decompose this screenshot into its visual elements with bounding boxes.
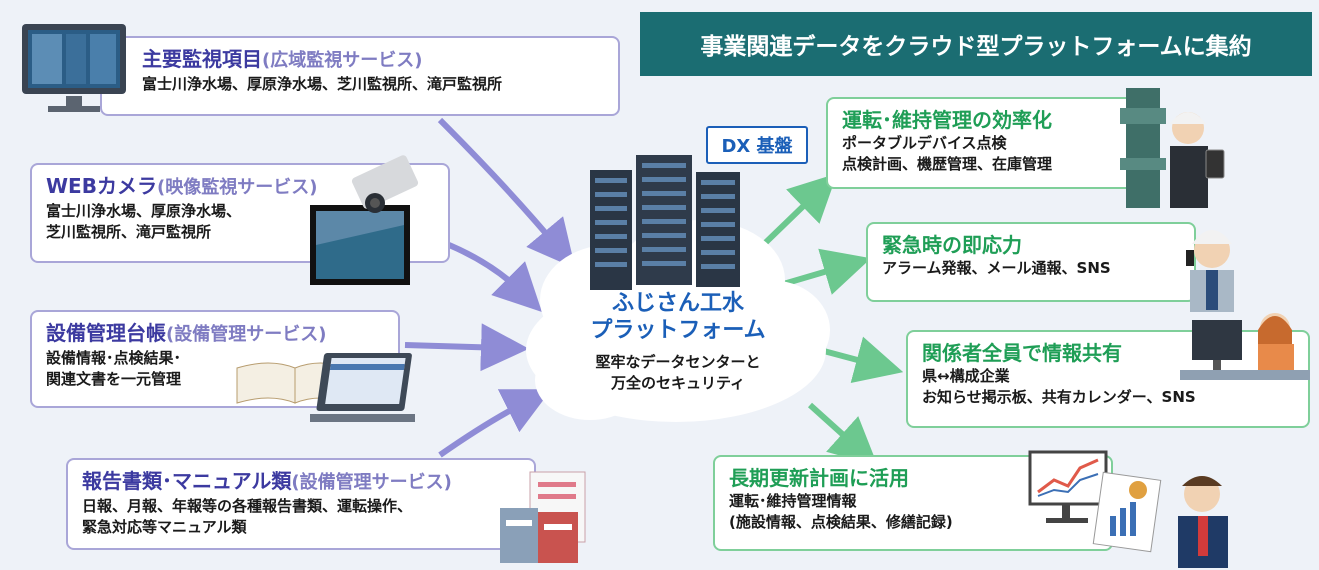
card-line: 芝川監視所、滝戸監視所 xyxy=(46,223,212,241)
card-subtitle: (映像監視サービス) xyxy=(156,177,318,198)
card-title: 関係者全員で情報共有 xyxy=(922,341,1122,365)
arrow-sharing xyxy=(819,336,904,384)
card-line: 富士川浄水場、厚原浄水場、芝川監視所、滝戸監視所 xyxy=(142,75,503,93)
worker-phone-icon xyxy=(1186,230,1234,312)
arrow-emergency xyxy=(779,248,872,295)
card-line: 設備情報･点検結果･ xyxy=(46,349,182,367)
card-subtitle: (設備管理サービス) xyxy=(291,472,452,493)
card-line: 関連文書を一元管理 xyxy=(46,370,182,388)
card-line: ポータブルデバイス点検 xyxy=(842,134,1007,152)
card-line: 日報、月報、年報等の各種報告書類、運転操作、 xyxy=(82,497,413,515)
card-title: 長期更新計画に活用 xyxy=(729,466,909,490)
arrow-efficiency xyxy=(757,173,838,251)
dx-badge: DX 基盤 xyxy=(706,126,808,164)
arrow-ledger xyxy=(404,323,529,372)
platform-label: ふじさん工水 プラットフォーム 堅牢なデータセンターと 万全のセキュリティ xyxy=(528,290,828,394)
camera-icon xyxy=(310,155,419,285)
banner-title: 事業関連データをクラウド型プラットフォームに集約 xyxy=(700,34,1252,60)
analyst-chart-icon xyxy=(1028,450,1228,568)
binders-icon xyxy=(500,471,586,563)
card-line: 富士川浄水場、厚原浄水場、 xyxy=(46,202,242,220)
card-line: 点検計画、機歴管理、在庫管理 xyxy=(842,155,1053,173)
card-emergency: 緊急時の即応力 アラーム発報、メール通報、SNS xyxy=(866,222,1196,302)
card-main-monitoring: 主要監視項目(広域監視サービス) 富士川浄水場、厚原浄水場、芝川監視所、滝戸監視… xyxy=(100,36,620,116)
card-line: 県↔構成企業 xyxy=(922,367,1010,385)
card-title: 緊急時の即応力 xyxy=(882,233,1022,257)
office-worker-icon xyxy=(1180,313,1310,380)
card-line: アラーム発報、メール通報、SNS xyxy=(882,259,1111,277)
platform-desc-line1: 堅牢なデータセンターと xyxy=(595,353,761,371)
server-icon xyxy=(590,155,740,290)
pump-worker-icon xyxy=(1120,88,1225,208)
card-line: お知らせ掲示板、共有カレンダー、SNS xyxy=(922,388,1196,406)
card-line: 運転･維持管理情報 xyxy=(729,492,857,510)
card-efficiency: 運転･維持管理の効率化 ポータブルデバイス点検 点検計画、機歴管理、在庫管理 xyxy=(826,97,1140,189)
platform-desc-line2: 万全のセキュリティ xyxy=(610,374,746,392)
card-reports-manuals: 報告書類･マニュアル類(設備管理サービス) 日報、月報、年報等の各種報告書類、運… xyxy=(66,458,536,550)
card-title: 報告書類･マニュアル類 xyxy=(82,469,292,493)
arrow-planning xyxy=(807,402,878,467)
card-title: WEBカメラ xyxy=(46,174,157,198)
card-title: 運転･維持管理の効率化 xyxy=(842,108,1052,132)
arrow-reports xyxy=(438,389,552,458)
arrow-monitoring xyxy=(437,117,576,269)
card-title: 主要監視項目 xyxy=(142,47,262,71)
cloud-shape xyxy=(526,220,830,422)
card-subtitle: (広域監視サービス) xyxy=(262,50,423,71)
monitor-icon xyxy=(22,24,126,112)
platform-name-line1: ふじさん工水 xyxy=(611,291,744,316)
headline-banner: 事業関連データをクラウド型プラットフォームに集約 xyxy=(640,12,1312,76)
card-line: (施設情報、点検結果、修繕記録) xyxy=(729,513,953,531)
platform-name-line2: プラットフォーム xyxy=(590,318,766,343)
card-title: 設備管理台帳 xyxy=(46,321,166,345)
card-subtitle: (設備管理サービス) xyxy=(166,324,327,345)
laptop-book-icon xyxy=(236,353,415,422)
card-line: 緊急対応等マニュアル類 xyxy=(82,518,247,536)
